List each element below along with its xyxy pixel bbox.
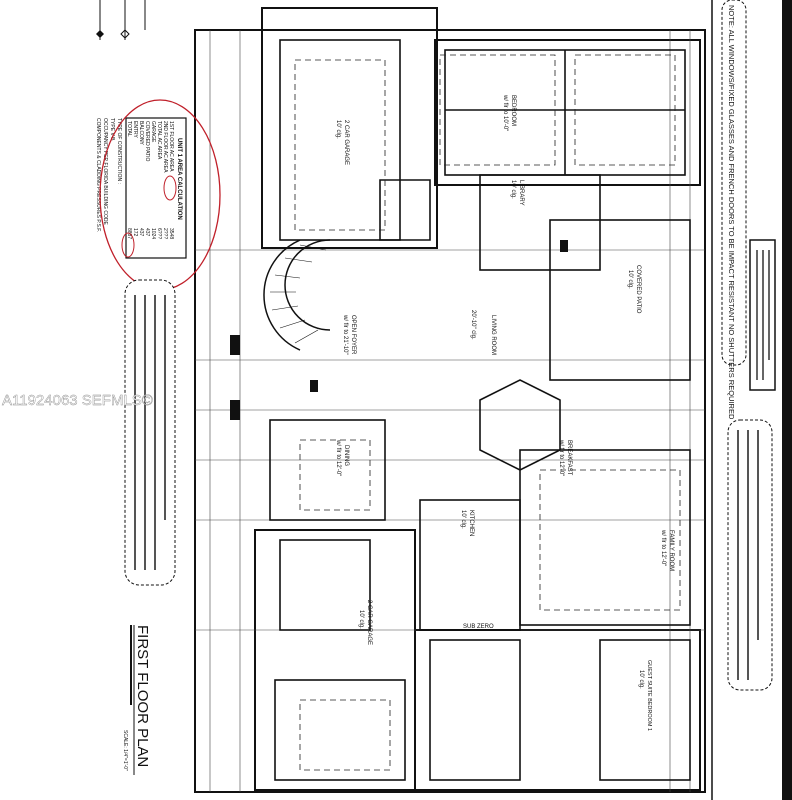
svg-text:172: 172 bbox=[132, 228, 138, 237]
svg-text:GARAGE: GARAGE bbox=[150, 121, 156, 143]
svg-text:10' clg.: 10' clg. bbox=[510, 180, 516, 199]
interior-walls bbox=[269, 39, 691, 781]
room-label-patio: COVERED PATIO bbox=[635, 265, 641, 314]
svg-text:10' clg.: 10' clg. bbox=[627, 270, 633, 289]
svg-text:w/ flr to 12'-0": w/ flr to 12'-0" bbox=[558, 439, 564, 476]
plan-scale: SCALE: 1/4"=1'-0" bbox=[122, 730, 128, 771]
svg-text:2ND FLOOR AC AREA: 2ND FLOOR AC AREA bbox=[162, 121, 168, 173]
svg-text:20'-10" clg.: 20'-10" clg. bbox=[470, 310, 476, 340]
svg-text:TYPE OF CONSTRUCTION :: TYPE OF CONSTRUCTION : bbox=[116, 118, 122, 184]
red-highlight-small bbox=[163, 175, 177, 201]
svg-text:1024: 1024 bbox=[150, 228, 156, 239]
svg-text:3548: 3548 bbox=[168, 228, 174, 239]
svg-text:COVERED PATIO: COVERED PATIO bbox=[144, 121, 150, 161]
svg-text:TOTAL AC AREA: TOTAL AC AREA bbox=[156, 121, 162, 160]
page-edge bbox=[782, 0, 792, 800]
svg-text:1ST FLOOR AC AREA: 1ST FLOOR AC AREA bbox=[168, 121, 174, 172]
red-highlight-small bbox=[121, 232, 135, 258]
svg-text:COMPONENTS & CLADDING PRESSURE: COMPONENTS & CLADDING PRESSURES P.S.F. bbox=[95, 118, 101, 232]
room-label-garage-bottom: 2 CAR GARAGE bbox=[366, 600, 372, 645]
room-labels: 2 CAR GARAGE 10' clg. BEDROOM w/ flr to … bbox=[335, 94, 674, 731]
notes-text-lines bbox=[134, 295, 166, 570]
impact-note-cloud bbox=[721, 0, 747, 366]
legend-symbols bbox=[96, 0, 146, 40]
svg-text:ENTRY: ENTRY bbox=[132, 121, 138, 139]
svg-text:TOTAL: TOTAL bbox=[126, 121, 132, 137]
ceiling-outlines bbox=[294, 54, 681, 771]
room-label-dining: DINING bbox=[343, 445, 349, 466]
svg-text:w/ flr to 10'-0": w/ flr to 10'-0" bbox=[502, 94, 508, 131]
area-calculation-table: UNIT 1 AREA CALCULATION 1ST FLOOR AC ARE… bbox=[95, 117, 187, 259]
room-label-garage-top: 2 CAR GARAGE bbox=[343, 120, 349, 165]
room-label-living: LIVING ROOM bbox=[490, 315, 496, 355]
svg-text:10' clg.: 10' clg. bbox=[358, 610, 364, 629]
room-label-foyer: OPEN FOYER bbox=[350, 315, 356, 355]
exterior-walls bbox=[194, 7, 706, 793]
svg-text:437: 437 bbox=[144, 228, 150, 237]
room-label-family: FAMILY ROOM bbox=[668, 530, 674, 571]
spiral-staircase bbox=[263, 239, 331, 351]
notes-cloud-right bbox=[727, 419, 773, 691]
svg-text:TYPE V-B: TYPE V-B bbox=[109, 118, 115, 141]
svg-text:w/ flr to 12'-0": w/ flr to 12'-0" bbox=[660, 529, 666, 566]
impact-note: NOTE: ALL WINDOWS/FIXED GLASSES AND FREN… bbox=[727, 5, 736, 420]
svg-text:10' clg.: 10' clg. bbox=[460, 510, 466, 529]
svg-text:437: 437 bbox=[138, 228, 144, 237]
room-label-library: LIBRARY bbox=[518, 180, 524, 206]
room-label-breakfast: BREAKFAST bbox=[566, 440, 572, 476]
svg-text:BALCONY: BALCONY bbox=[138, 121, 144, 146]
notes-cloud bbox=[124, 279, 176, 586]
plan-title: FIRST FLOOR PLAN bbox=[134, 625, 151, 767]
svg-text:10' clg.: 10' clg. bbox=[335, 120, 341, 139]
svg-text:w/ flr to 21'-10": w/ flr to 21'-10" bbox=[342, 314, 348, 355]
svg-text:6???: 6??? bbox=[156, 228, 162, 239]
svg-text:UNIT 1 AREA CALCULATION: UNIT 1 AREA CALCULATION bbox=[176, 138, 182, 220]
svg-text:w/ flr to 12'-0": w/ flr to 12'-0" bbox=[335, 439, 341, 476]
svg-text:2???: 2??? bbox=[162, 228, 168, 239]
room-label-bedroom: BEDROOM bbox=[510, 95, 516, 126]
svg-text:OCCUPANCY PER FLORIDA BUILDING: OCCUPANCY PER FLORIDA BUILDING CODE bbox=[102, 118, 108, 225]
dimension-lines bbox=[195, 30, 705, 792]
room-label-subzero: SUB ZERO bbox=[463, 624, 494, 630]
mls-watermark: A11924063 SEFMLS© bbox=[2, 392, 153, 409]
columns bbox=[230, 240, 568, 420]
svg-text:10' clg.: 10' clg. bbox=[638, 670, 644, 689]
room-label-kitchen: KITCHEN bbox=[468, 510, 474, 536]
room-label-guest: GUEST SUITE BEDROOM 1 bbox=[646, 660, 652, 731]
